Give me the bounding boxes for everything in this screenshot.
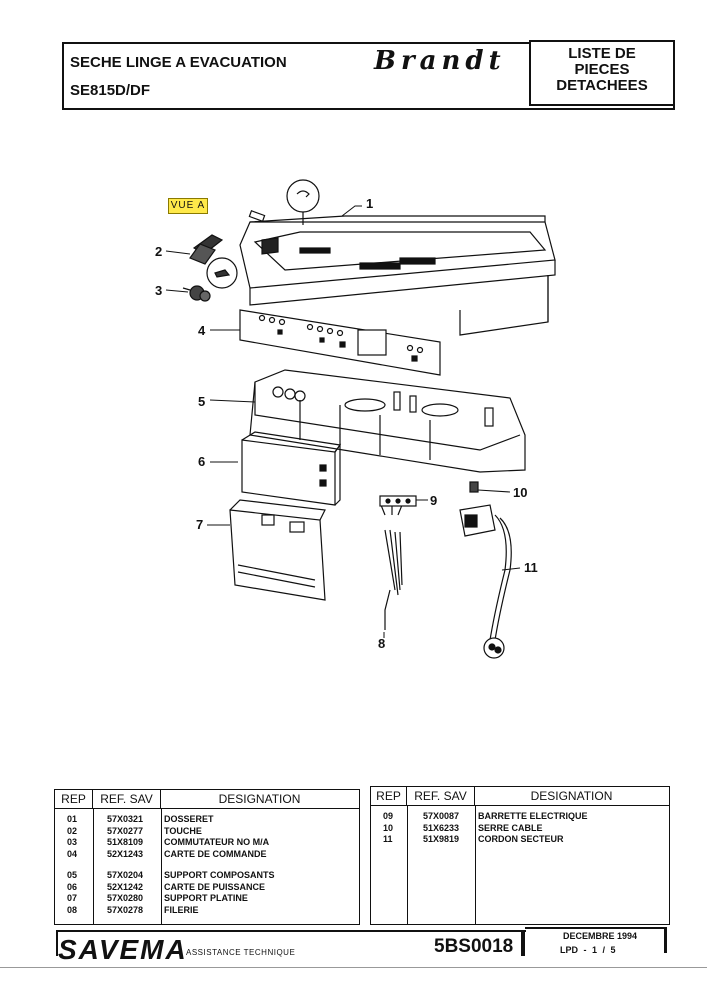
- header-rep: REP: [55, 790, 93, 808]
- part-9-barrette: [379, 495, 417, 507]
- part-10-11-cordon: [459, 481, 512, 659]
- header-frame: SECHE LINGE A EVACUATION SE815D/DF Brand…: [62, 40, 675, 110]
- callout-9: 9: [430, 493, 438, 508]
- cell-rep: 11: [383, 834, 393, 844]
- product-title: SECHE LINGE A EVACUATION: [70, 54, 287, 71]
- cell-rep: 04: [67, 848, 78, 859]
- footer-subtitle: ASSISTANCE TECHNIQUE: [186, 948, 296, 957]
- part-3-commutateur: [182, 285, 211, 302]
- cell-designation: DOSSERET: [164, 814, 214, 824]
- cell-ref-sav: 57X0204: [107, 870, 144, 880]
- cell-designation: BARRETTE ELECTRIQUE: [478, 811, 588, 821]
- cell-rep: 06: [67, 881, 78, 892]
- cell-designation: COMMUTATEUR NO M/A: [164, 837, 270, 847]
- part-1-dosseret: [239, 215, 556, 336]
- cell-ref-sav: 57X0277: [107, 825, 144, 836]
- cell-ref-sav: 51X8109: [107, 837, 144, 847]
- header-ref-sav: REF. SAV: [407, 787, 475, 805]
- vue-a-label: VUE A: [168, 198, 208, 214]
- document-type-line1: LISTE DE: [568, 45, 636, 62]
- footer-date-box-top: [525, 927, 667, 929]
- callout-8: 8: [378, 636, 386, 651]
- cell-rep: 03: [67, 837, 78, 847]
- part-2-touche: [189, 210, 266, 265]
- cell-rep: 09: [383, 811, 394, 821]
- part-8-filerie: [380, 503, 403, 630]
- document-type-line3: DETACHEES: [556, 77, 648, 94]
- callout-4: 4: [198, 323, 206, 338]
- footer-separator: [521, 930, 525, 956]
- brand-logo: Brandt: [374, 46, 506, 76]
- cell-ref-sav: 57X0280: [107, 893, 144, 903]
- callout-2: 2: [155, 244, 163, 259]
- callout-6: 6: [198, 454, 206, 469]
- document-type-box: LISTE DE PIECES DETACHEES: [529, 40, 675, 106]
- cell-ref-sav: 52X1242: [107, 881, 144, 892]
- document-date: DECEMBRE 1994: [563, 931, 638, 941]
- table-header: REP REF. SAV DESIGNATION: [55, 790, 359, 809]
- document-code: 5BS0018: [434, 936, 514, 957]
- page-bottom-line: [0, 967, 707, 968]
- header-rep: REP: [371, 787, 407, 805]
- part-7-support-platine: [229, 499, 326, 601]
- cell-rep: 10: [383, 822, 394, 833]
- part-6-carte-puissance: [241, 431, 342, 506]
- cell-designation: CARTE DE COMMANDE: [164, 848, 267, 859]
- part-4-carte-commande: [239, 309, 441, 376]
- callout-3: 3: [155, 283, 163, 298]
- cell-designation: SUPPORT PLATINE: [164, 893, 248, 903]
- header-designation: DESIGNATION: [530, 789, 613, 803]
- cell-ref-sav: 51X6233: [423, 822, 460, 833]
- leader-lines: [165, 205, 521, 638]
- cell-designation: TOUCHE: [164, 825, 202, 836]
- model-number: SE815D/DF: [70, 82, 151, 99]
- callout-10: 10: [513, 485, 528, 500]
- cell-designation: FILERIE: [164, 904, 199, 915]
- callout-1: 1: [366, 196, 374, 211]
- cell-ref-sav: 57X0087: [423, 811, 460, 821]
- cell-rep: 01: [67, 814, 78, 824]
- header-ref-sav: REF. SAV: [93, 790, 161, 808]
- exploded-diagram: VUE A: [0, 170, 707, 670]
- footer-brand-logo: SAVEMA: [58, 934, 188, 965]
- exploded-drawing: [165, 179, 556, 659]
- cell-ref-sav: 57X0278: [107, 904, 144, 915]
- callout-5: 5: [198, 394, 206, 409]
- callout-7: 7: [196, 517, 204, 532]
- cell-designation: SUPPORT COMPOSANTS: [164, 870, 275, 880]
- cell-rep: 02: [67, 825, 78, 836]
- part-5-support-composants: [249, 369, 526, 473]
- cell-designation: SERRE CABLE: [478, 822, 543, 833]
- cell-rep: 05: [67, 870, 78, 880]
- document-type-line2: PIECES: [574, 61, 630, 78]
- footer-divider-left: [56, 930, 58, 956]
- footer-date-box-right: [664, 927, 667, 953]
- page-number: LPD - 1 / 5: [560, 945, 616, 955]
- cell-ref-sav: 52X1243: [107, 848, 144, 859]
- callout-11: 11: [524, 560, 538, 575]
- footer-divider: [56, 930, 526, 932]
- cell-rep: 08: [67, 904, 78, 915]
- table-header: REP REF. SAV DESIGNATION: [371, 787, 669, 806]
- cell-designation: CORDON SECTEUR: [478, 834, 564, 844]
- cell-ref-sav: 51X9819: [423, 834, 460, 844]
- header-designation: DESIGNATION: [218, 792, 301, 806]
- cell-rep: 07: [67, 893, 78, 903]
- cell-designation: CARTE DE PUISSANCE: [164, 881, 266, 892]
- parts-table-left: REP REF. SAV DESIGNATION 01 57X0321 DOSSER…: [54, 789, 360, 925]
- parts-table-right: REP REF. SAV DESIGNATION 09 57X0087 BARRET…: [370, 786, 670, 925]
- cell-ref-sav: 57X0321: [107, 814, 144, 824]
